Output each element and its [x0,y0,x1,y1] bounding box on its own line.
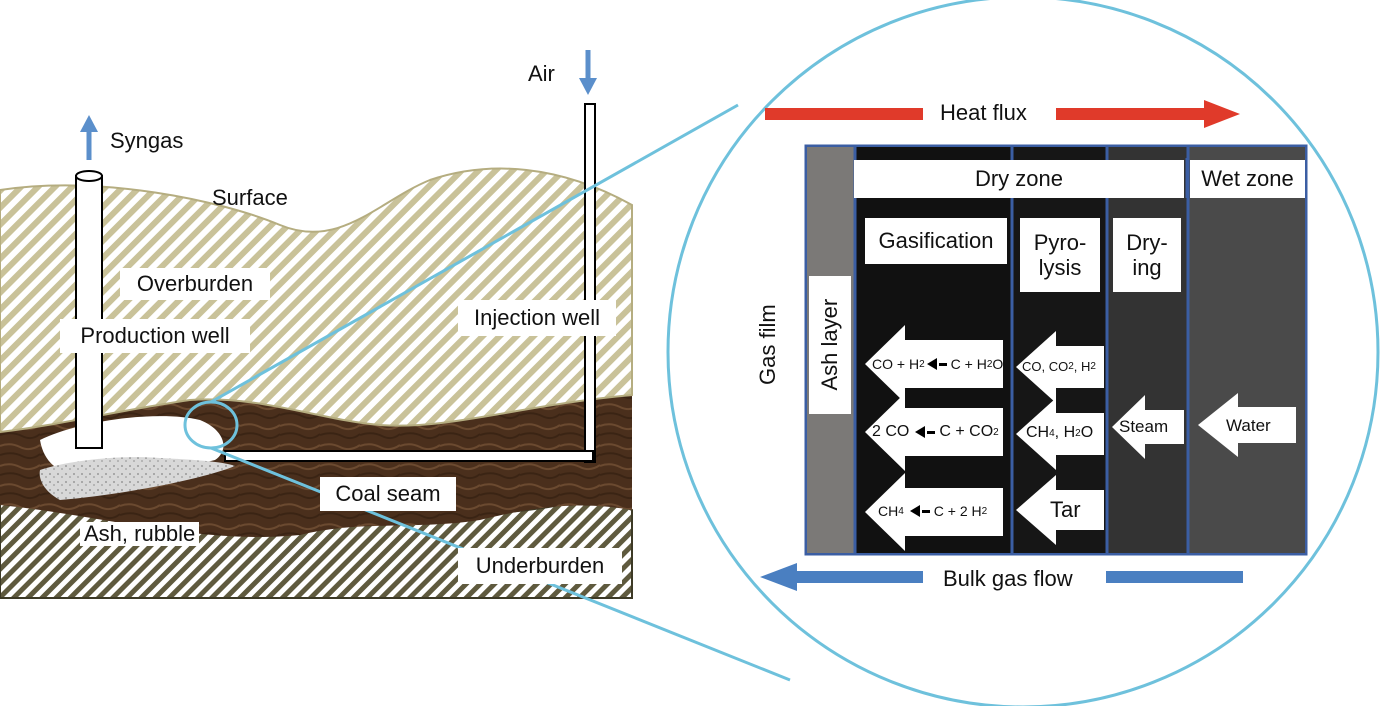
wet-zone-label: Wet zone [1190,160,1305,198]
left-arrow-icon [909,505,920,517]
heat-flux-arrow-right-shaft [1056,108,1206,120]
gasification-arrow-3 [865,473,1003,551]
production-well-top [75,170,103,182]
heat-flux-arrow-left [765,108,923,120]
pyrolysis-line2: lysis [1038,255,1082,280]
drying-line2: ing [1132,255,1162,280]
bulk-gas-arrow-left-shaft [795,571,923,583]
pyrolysis-arrow-1 [1016,331,1104,403]
syngas-arrow-head [80,115,98,132]
steam-label: Steam [1119,417,1169,436]
heat-flux-label: Heat flux [940,100,1027,125]
production-well [75,175,103,449]
water-label: Water [1226,416,1271,435]
pyrolysis-arrow-2 [1016,398,1104,470]
injection-well-label: Injection well [458,300,616,336]
overburden-label: Overburden [120,268,270,300]
injection-well [584,103,596,463]
bulk-gas-arrow-head [760,563,797,591]
left-arrow-icon [926,358,937,370]
drying-column [1108,147,1188,553]
bulk-gas-flow-label: Bulk gas flow [943,566,1073,591]
gas-film-label: Gas film [755,304,780,385]
dry-zone-label: Dry zone [854,160,1184,198]
drying-arrow [1112,395,1184,459]
heat-flux-arrow-head [1204,100,1240,128]
drying-line1: Dry- [1126,229,1168,255]
wet-column [1189,147,1305,553]
ash-layer-label: Ash layer [809,276,851,414]
horizontal-channel [224,450,594,462]
left-arrow-icon [915,426,926,438]
pyro-product-tar: Tar [1050,497,1081,522]
zoom-line-top [210,103,739,404]
bulk-gas-arrow-right [1106,571,1243,583]
drying-label: Dry- ing [1113,218,1181,292]
overburden-layer [0,167,633,434]
ash-rubble-pile [39,457,235,500]
gasification-label: Gasification [865,218,1007,264]
air-label: Air [528,61,555,86]
production-well-label: Production well [60,319,250,353]
ash-rubble-label: Ash, rubble [80,522,200,546]
pyrolysis-line1: Pyro- [1033,229,1087,255]
underburden-label: Underburden [458,548,622,584]
pyrolysis-arrow-3 [1016,475,1104,545]
coal-seam-label: Coal seam [320,477,456,511]
water-arrow [1198,393,1296,457]
pyrolysis-label: Pyro- lysis [1020,218,1100,292]
air-arrow-head [579,78,597,95]
surface-label: Surface [212,185,288,210]
syngas-label: Syngas [110,128,184,153]
ash-layer-text: Ash layer [817,299,843,391]
